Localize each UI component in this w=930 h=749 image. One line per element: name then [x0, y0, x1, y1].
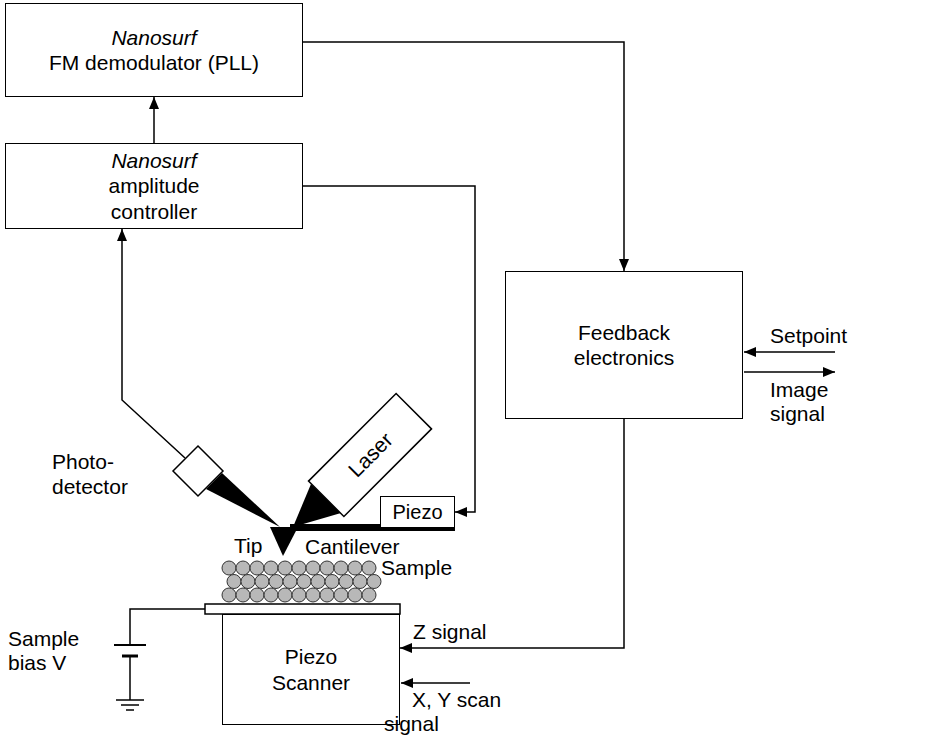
ground-symbol	[126, 709, 134, 711]
sample-plate	[205, 604, 400, 614]
sample-particle	[362, 588, 376, 602]
node-text-group: Feedback electronics	[559, 320, 689, 370]
sample-particle	[292, 588, 306, 602]
controller-box: Nanosurfamplitude controller	[5, 143, 303, 229]
node-text-group: Nanosurfamplitude controller	[84, 148, 224, 224]
node-text: Photo- detector	[52, 449, 144, 499]
sample-particle	[353, 575, 367, 589]
sample-particle	[334, 588, 348, 602]
sample-particle	[264, 561, 278, 575]
sample-particle	[236, 588, 250, 602]
node-text-group: Piezo Scanner	[264, 644, 359, 694]
detector-shape	[172, 445, 224, 497]
bias-wire	[130, 609, 205, 645]
sample-particle	[362, 561, 376, 575]
node-text: Piezo	[392, 500, 442, 524]
sample-particle	[292, 561, 306, 575]
sample-particle	[306, 588, 320, 602]
reflected-beam	[206, 473, 280, 527]
node-text-group: Piezo	[392, 500, 442, 524]
sample-particle	[348, 561, 362, 575]
sample-particle	[320, 561, 334, 575]
node-text: FM demodulator (PLL)	[49, 50, 259, 75]
node-text-group: Photo- detector	[52, 449, 144, 499]
sample-particle	[367, 575, 381, 589]
node-text: Nanosurf	[49, 25, 259, 50]
signal-label: Z signal	[413, 620, 487, 644]
sample-particle	[320, 588, 334, 602]
sample-particle	[306, 561, 320, 575]
feedback-box: Feedback electronics	[505, 271, 743, 419]
sample-particle	[241, 575, 255, 589]
sample-particle	[250, 588, 264, 602]
sample-particle	[325, 575, 339, 589]
ground-symbol	[116, 699, 144, 701]
node-text: Feedback electronics	[559, 320, 689, 370]
part-label: Cantilever	[305, 535, 400, 559]
ground-symbol	[121, 704, 139, 706]
sample-particle	[255, 575, 269, 589]
demodulator-box: NanosurfFM demodulator (PLL)	[5, 3, 303, 97]
xy-scan-arrow	[401, 682, 470, 684]
sample-particle	[222, 561, 236, 575]
tip	[270, 527, 298, 556]
sample-particles	[222, 561, 381, 602]
sample-particle	[311, 575, 325, 589]
part-label: Sample	[381, 556, 452, 580]
bias-label: Sample bias V	[8, 627, 88, 675]
photodetector: Photo- detector	[172, 445, 224, 497]
node-text: Nanosurf	[84, 148, 224, 173]
detector-outline	[173, 446, 223, 496]
sample-particle	[297, 575, 311, 589]
node-text: amplitude controller	[84, 173, 224, 223]
node-text-group: NanosurfFM demodulator (PLL)	[49, 25, 259, 75]
scanner-box: Piezo Scanner	[222, 614, 400, 725]
signal-connector	[400, 419, 624, 648]
sample-particle	[264, 588, 278, 602]
ground-wire	[129, 656, 131, 700]
signal-connector	[153, 97, 155, 143]
signal-label: Image signal	[770, 378, 845, 426]
piezo-box: Piezo	[380, 496, 455, 528]
node-text: Piezo Scanner	[264, 644, 359, 694]
sample-particle	[269, 575, 283, 589]
part-label: Tip	[234, 534, 262, 558]
signal-label: X, Y scan signal	[384, 688, 509, 736]
sample-particle	[278, 588, 292, 602]
signal-label: Setpoint	[770, 324, 847, 348]
sample-particle	[334, 561, 348, 575]
sample-particle	[236, 561, 250, 575]
sample-particle	[250, 561, 264, 575]
sample-particle	[227, 575, 241, 589]
battery-plate	[114, 644, 146, 646]
sample-particle	[278, 561, 292, 575]
sample-particle	[348, 588, 362, 602]
setpoint-arrow	[744, 351, 835, 353]
sample-particle	[222, 588, 236, 602]
signal-connector	[303, 42, 624, 271]
sample-particle	[283, 575, 297, 589]
image-signal-arrow	[744, 371, 835, 373]
sample-particle	[339, 575, 353, 589]
signal-connector	[122, 229, 185, 458]
